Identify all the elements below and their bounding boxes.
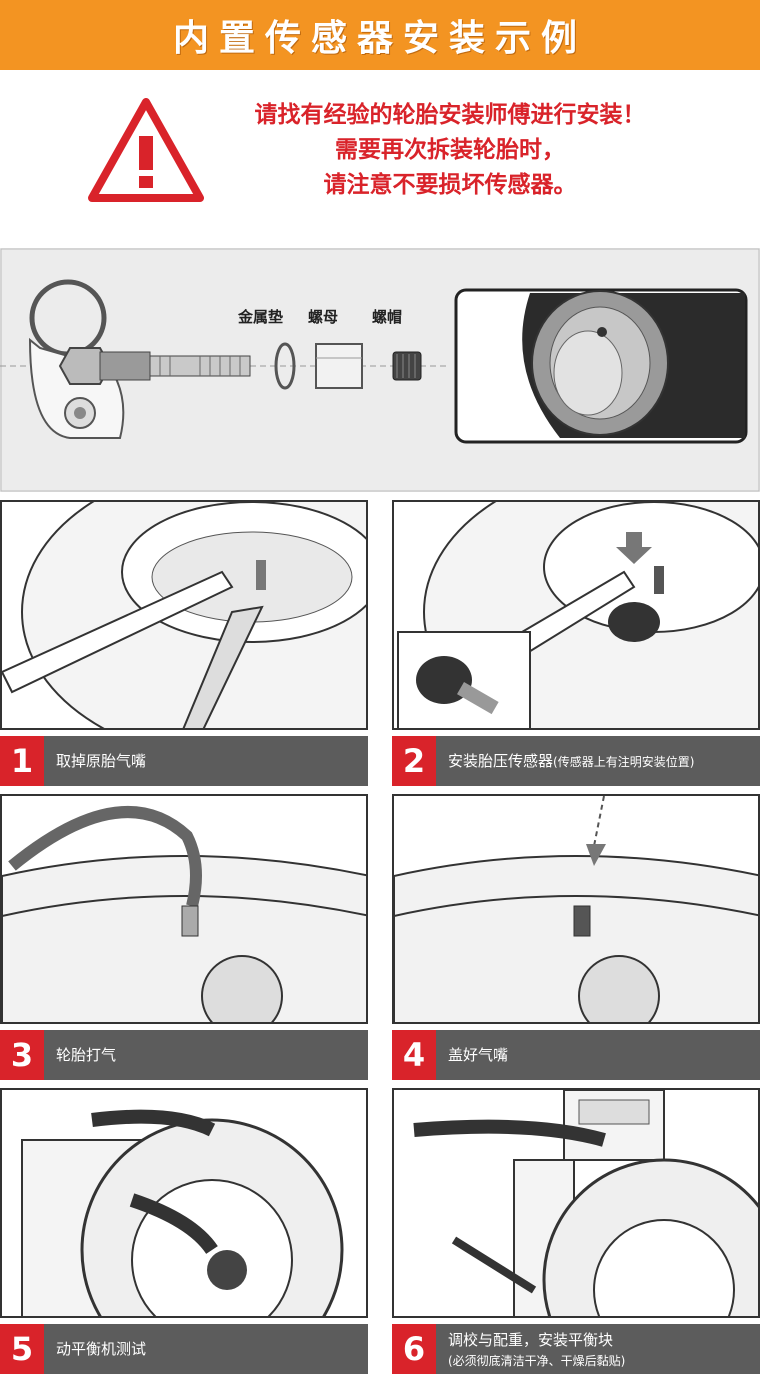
step-1-bar: 1 取掉原胎气嘴	[0, 736, 368, 786]
step-label: 轮胎打气	[56, 1046, 117, 1064]
step-number: 5	[0, 1324, 44, 1374]
step-label: 盖好气嘴	[448, 1046, 509, 1064]
step-note: (传感器上有注明安装位置)	[553, 755, 695, 769]
step-6-bar: 6 调校与配重，安装平衡块 (必须彻底清洁干净、干燥后黏贴)	[392, 1324, 760, 1374]
step-6-illustration	[392, 1088, 760, 1318]
step-3-illustration	[0, 794, 368, 1024]
warning-line: 需要再次拆装轮胎时，	[335, 137, 565, 163]
step-number: 4	[392, 1030, 436, 1080]
warning-line: 请找有经验的轮胎安装师傅进行安装！	[254, 102, 646, 128]
step-main-text: 安装胎压传感器	[448, 752, 554, 770]
step-2-illustration	[392, 500, 760, 730]
step-label: 调校与配重，安装平衡块 (必须彻底清洁干净、干燥后黏贴)	[448, 1330, 625, 1380]
warning-triangle-icon	[88, 98, 204, 202]
cap-label: 螺帽	[372, 308, 403, 326]
step-number: 3	[0, 1030, 44, 1080]
step-4-bar: 4 盖好气嘴	[392, 1030, 760, 1080]
inflate-tire-illustration	[2, 806, 366, 1022]
step-number: 1	[0, 736, 44, 786]
sensor-parts-illustration	[0, 248, 760, 492]
step-label: 动平衡机测试	[56, 1340, 147, 1358]
balancing-test-illustration	[21, 1109, 344, 1316]
step-4-illustration	[392, 794, 760, 1024]
title-banner: 内置传感器安装示例	[0, 0, 760, 70]
step-3-bar: 3 轮胎打气	[0, 1030, 368, 1080]
step-2-bar: 2 安装胎压传感器(传感器上有注明安装位置)	[392, 736, 760, 786]
remove-valve-illustration	[2, 502, 366, 728]
cap-valve-illustration	[394, 796, 758, 1022]
warning-line: 请注意不要损坏传感器。	[323, 172, 577, 198]
install-sensor-illustration	[397, 502, 758, 728]
nut-label: 螺母	[308, 308, 339, 326]
step-5-bar: 5 动平衡机测试	[0, 1324, 368, 1374]
step-number: 2	[392, 736, 436, 786]
step-label: 安装胎压传感器(传感器上有注明安装位置)	[448, 736, 694, 786]
warning-text: 请找有经验的轮胎安装师傅进行安装！ 需要再次拆装轮胎时， 请注意不要损坏传感器。	[200, 98, 700, 203]
step-main-text: 调校与配重，安装平衡块	[448, 1331, 614, 1349]
washer-label: 金属垫	[238, 308, 284, 326]
step-label: 取掉原胎气嘴	[56, 752, 147, 770]
step-note: (必须彻底清洁干净、干燥后黏贴)	[448, 1354, 626, 1368]
step-number: 6	[392, 1324, 436, 1374]
step-5-illustration	[0, 1088, 368, 1318]
page-title: 内置传感器安装示例	[172, 17, 587, 59]
calibrate-weights-illustration	[413, 1090, 758, 1316]
parts-diagram: 金属垫 螺母 螺帽	[0, 248, 760, 492]
step-1-illustration	[0, 500, 368, 730]
